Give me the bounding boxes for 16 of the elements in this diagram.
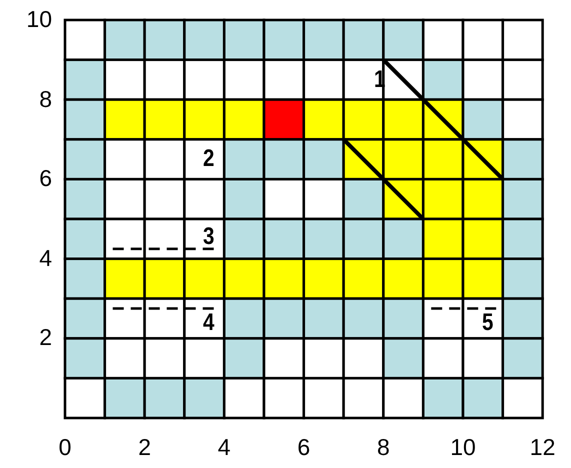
axis-tick-label: 10 (450, 436, 476, 459)
axis-tick-label: 10 (26, 8, 52, 31)
axis-tick-label: 12 (530, 436, 556, 459)
axis-tick-label: 4 (39, 246, 52, 270)
callout-number: 4 (203, 310, 215, 335)
callout-number: 3 (203, 224, 215, 249)
axis-tick-label: 2 (39, 326, 52, 350)
axis-tick-label: 0 (58, 436, 72, 459)
axis-tick-label: 8 (39, 88, 52, 111)
axis-tick-label: 2 (138, 436, 151, 459)
axis-tick-label: 8 (377, 436, 390, 459)
callout-number: 5 (482, 310, 494, 335)
axis-tick-label: 6 (39, 167, 52, 190)
axis-tick-label: 6 (297, 436, 310, 459)
callout-number: 2 (203, 147, 215, 172)
axis-tick-label: 4 (218, 436, 231, 459)
